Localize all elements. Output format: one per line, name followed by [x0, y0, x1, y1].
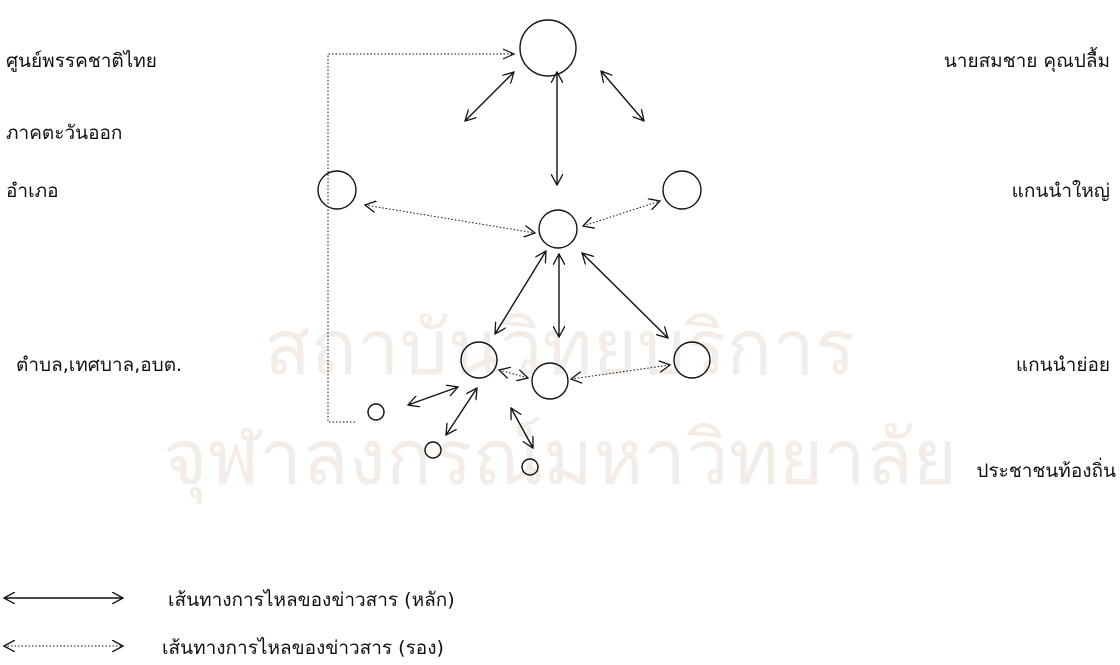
arrow-primary-local-2: [446, 388, 477, 435]
label-district: อำเภอ: [6, 180, 59, 202]
arrow-primary-top-left: [465, 72, 514, 121]
arrow-secondary-major-left: [365, 205, 535, 233]
node-top-leader: [519, 19, 577, 77]
arrow-secondary-minor-left: [499, 370, 528, 378]
legend-secondary-label: เส้นทางการไหลของข่าวสาร (รอง): [162, 637, 444, 659]
legend-primary-label: เส้นทางการไหลของข่าวสาร (หลัก): [168, 589, 455, 611]
arrow-secondary-minor-right: [571, 365, 670, 379]
label-minor-leaders: แกนนำย่อย: [1015, 354, 1110, 376]
label-major-leaders: แกนนำใหญ่: [1011, 180, 1110, 202]
arrow-primary-center-right: [582, 253, 668, 338]
arrow-primary-local-1: [408, 387, 458, 405]
arrow-primary-local-3: [511, 408, 533, 448]
label-subdistrict: ตำบล,เทศบาล,อบต.: [16, 354, 183, 376]
label-east-region: ภาคตะวันออก: [6, 122, 123, 144]
node-major-left: [317, 170, 357, 210]
arrow-primary-top-right: [601, 71, 644, 121]
node-major-center: [538, 209, 578, 249]
feedback-connector-line: [327, 53, 513, 423]
watermark-line-2: จุฬาลงกรณ์มหาวิทยาลัย: [162, 413, 958, 502]
arrow-primary-center-left: [495, 251, 546, 334]
node-minor-left: [460, 341, 498, 379]
node-minor-center: [531, 362, 569, 400]
label-party-center: ศูนย์พรรคชาติไทย: [6, 50, 157, 72]
feedback-connector-arrowhead: [502, 48, 516, 60]
arrow-secondary-major-right: [583, 201, 660, 226]
node-local-3: [521, 458, 539, 476]
node-minor-right: [673, 341, 711, 379]
node-local-1: [367, 403, 385, 421]
node-major-right: [662, 170, 702, 210]
label-local-people: ประชาชนท้องถิ่น: [976, 460, 1116, 482]
label-leader-name: นายสมชาย คุณปลื้ม: [943, 50, 1110, 72]
node-local-2: [424, 441, 442, 459]
